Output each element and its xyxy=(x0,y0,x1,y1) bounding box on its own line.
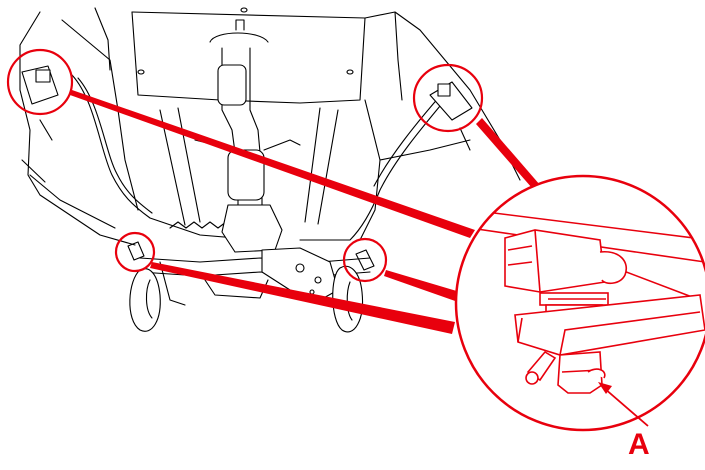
leader-lower-left xyxy=(150,262,455,334)
callout-label-a: A xyxy=(628,428,650,461)
callout-leaders xyxy=(70,90,540,334)
leader-upper-right xyxy=(476,118,540,188)
callout-circle-lower-right xyxy=(342,237,388,283)
magnified-detail xyxy=(454,174,705,432)
pointer-arrow xyxy=(603,387,649,427)
leader-upper-left xyxy=(70,90,475,238)
callout-circle-lower-left xyxy=(114,231,156,273)
callout-circle-upper-left xyxy=(6,48,74,116)
underbody-line-art xyxy=(19,7,521,333)
leader-lower-right xyxy=(384,270,460,302)
callout-circle-upper-right xyxy=(412,63,484,133)
